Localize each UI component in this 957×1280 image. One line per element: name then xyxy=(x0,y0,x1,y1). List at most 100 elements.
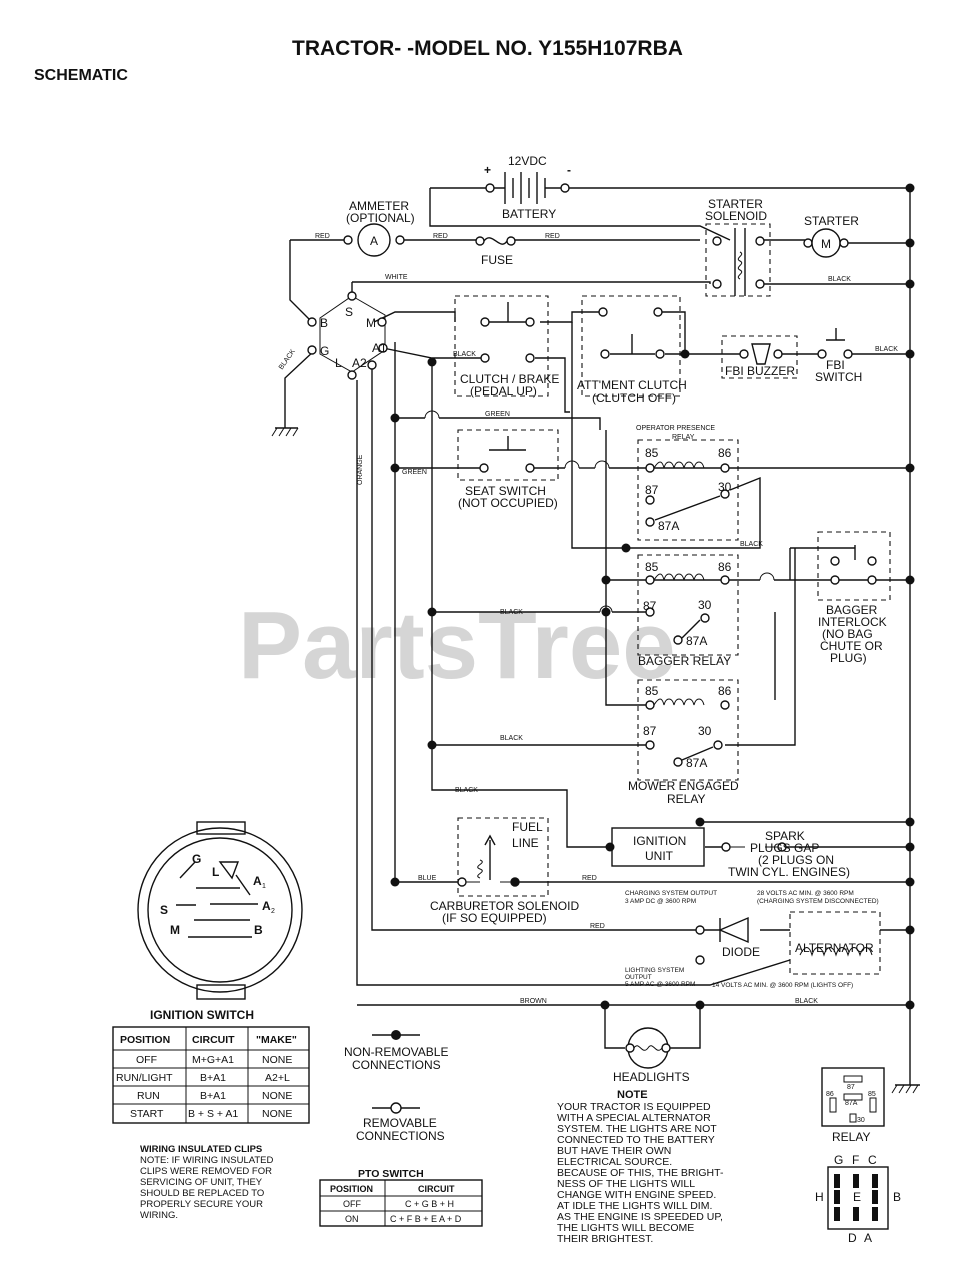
alternator-spec-label: 28 VOLTS AC MIN. @ 3600 RPM xyxy=(757,890,854,897)
wire-label-black: BLACK xyxy=(875,346,898,353)
ign-face-b: B xyxy=(254,923,263,937)
relay-pinout-label: RELAY xyxy=(832,1130,870,1144)
relay-pin-30: 30 xyxy=(718,480,732,494)
bagger-relay-label: BAGGER RELAY xyxy=(638,654,731,668)
note-line: NESS OF THE LIGHTS WILL xyxy=(557,1178,695,1190)
bagger-relay: 85 86 87 30 87A BAGGER RELAY xyxy=(637,554,739,668)
relay-pinout: 87 87A 86 85 30 RELAY xyxy=(821,1067,885,1144)
ign-table-header: "MAKE" xyxy=(256,1034,297,1046)
note-line: AS THE ENGINE IS SPEEDED UP, xyxy=(557,1211,723,1223)
relay-pin-87: 87 xyxy=(643,599,657,613)
ign-table-cell: NONE xyxy=(262,1054,292,1066)
ignition-switch-terminals: B S M G L A1 A2 xyxy=(307,291,388,380)
battery-minus-sign: - xyxy=(567,163,571,177)
alternator-label: ALTERNATOR xyxy=(795,941,874,955)
attachment-clutch-label: ATT'MENT CLUTCH xyxy=(577,378,687,392)
note-line: YOUR TRACTOR IS EQUIPPED xyxy=(557,1101,711,1113)
ammeter-symbol: A xyxy=(370,234,378,248)
clips-note-line: WIRING. xyxy=(140,1210,178,1221)
terminal-a1: A1 xyxy=(372,341,387,355)
ammeter: A AMMETER (OPTIONAL) xyxy=(343,199,415,257)
ign-table-cell: NONE xyxy=(262,1090,292,1102)
bagger-interlock-label-3: (NO BAG xyxy=(822,627,873,641)
terminal-g: G xyxy=(320,344,329,358)
wire-label-red: RED xyxy=(433,233,448,240)
bagger-interlock-label-5: PLUG) xyxy=(830,651,867,665)
bagger-interlock-switch: BAGGER INTERLOCK (NO BAG CHUTE OR PLUG) xyxy=(817,531,891,665)
wire-label-black: BLACK xyxy=(500,735,523,742)
starter-label: STARTER xyxy=(804,214,859,228)
ign-table-cell: RUN xyxy=(137,1090,160,1102)
note-line: BECAUSE OF THIS, THE BRIGHT- xyxy=(557,1167,724,1179)
wire-label-orange: ORANGE xyxy=(357,454,364,485)
ign-face-s: S xyxy=(160,903,168,917)
relay-pinout-87: 87 xyxy=(847,1084,855,1091)
wire-label-brown: BROWN xyxy=(520,998,547,1005)
note-line: SYSTEM. THE LIGHTS ARE NOT xyxy=(557,1123,717,1135)
wire-label-red: RED xyxy=(582,875,597,882)
ign-table-cell: START xyxy=(130,1108,164,1120)
fbi-buzzer-label: FBI BUZZER xyxy=(725,364,795,378)
ignition-switch-table: IGNITION SWITCH POSITION CIRCUIT "MAKE" … xyxy=(112,1008,310,1124)
starter-symbol: M xyxy=(821,237,831,251)
relay-pinout-30: 30 xyxy=(857,1117,865,1124)
ign-face-l: L xyxy=(212,865,219,879)
carburetor-solenoid: FUEL LINE CARBURETOR SOLENOID (IF SO EQU… xyxy=(430,817,579,925)
fuse-label: FUSE xyxy=(481,253,513,267)
fuel-line-label-2: LINE xyxy=(512,836,539,850)
page-title: TRACTOR- -MODEL NO. Y155H107RBA xyxy=(292,37,683,60)
starter-solenoid-label: STARTER xyxy=(708,197,763,211)
battery-plus-sign: + xyxy=(484,163,491,177)
relay-pin-87: 87 xyxy=(645,483,659,497)
clips-note-line: SERVICING OF UNIT, THEY xyxy=(140,1177,263,1188)
mower-relay-label-2: RELAY xyxy=(667,792,705,806)
headlights: HEADLIGHTS xyxy=(613,1027,690,1084)
relay-pin-85: 85 xyxy=(645,684,659,698)
pto-pin-e: E xyxy=(853,1190,861,1204)
terminal-m: M xyxy=(366,316,376,330)
wire-label-black: BLACK xyxy=(455,787,478,794)
ignition-switch-title: IGNITION SWITCH xyxy=(150,1008,254,1022)
relay-pinout-87a: 87A xyxy=(845,1100,858,1107)
note-line: THE LIGHTS WILL BECOME xyxy=(557,1222,694,1234)
fbi-switch: FBI SWITCH xyxy=(815,328,862,384)
clips-note-line: NOTE: IF WIRING INSULATED xyxy=(140,1155,273,1166)
ignition-switch-face: G L A 1 A 2 S M B xyxy=(137,821,303,1000)
seat-switch-label: SEAT SWITCH xyxy=(465,484,546,498)
terminal-l: L xyxy=(335,356,342,370)
connection-dots xyxy=(390,183,915,1010)
relay-pinout-86: 86 xyxy=(826,1091,834,1098)
legend-non-removable-2: CONNECTIONS xyxy=(352,1058,441,1072)
legend-removable-2: CONNECTIONS xyxy=(356,1129,445,1143)
bagger-interlock-label-2: INTERLOCK xyxy=(818,615,887,629)
spark-plugs-label-2: PLUGS GAP xyxy=(750,841,819,855)
lighting-output-spec: 5 AMP AC @ 3600 RPM xyxy=(625,981,695,988)
pto-table-header: CIRCUIT xyxy=(418,1184,455,1194)
spark-plugs-label-4: TWIN CYL. ENGINES) xyxy=(728,865,850,879)
carburetor-solenoid-equipped-label: (IF SO EQUIPPED) xyxy=(442,911,547,925)
pto-table-cell: OFF xyxy=(343,1199,361,1209)
relay-pin-30: 30 xyxy=(698,598,712,612)
ignition-unit-label-2: UNIT xyxy=(645,849,674,863)
ammeter-optional-label: (OPTIONAL) xyxy=(346,211,415,225)
clips-note-line: SHOULD BE REPLACED TO xyxy=(140,1188,264,1199)
section-label: SCHEMATIC xyxy=(34,67,128,84)
terminal-a2: A2 xyxy=(352,356,367,370)
spark-plugs-label-3: (2 PLUGS ON xyxy=(758,853,834,867)
wire-label-green: GREEN xyxy=(402,469,427,476)
pto-switch-pinout: G F C H E B D A xyxy=(815,1153,901,1245)
pto-switch-title: PTO SWITCH xyxy=(358,1168,424,1180)
relay-pin-86: 86 xyxy=(718,684,732,698)
relay-pin-85: 85 xyxy=(645,446,659,460)
wiring xyxy=(271,187,920,1094)
wire-label-black: BLACK xyxy=(453,351,476,358)
relay-pin-86: 86 xyxy=(718,560,732,574)
bagger-interlock-label-4: CHUTE OR xyxy=(820,639,883,653)
ign-table-cell: A2+L xyxy=(265,1072,290,1084)
ign-table-cell: OFF xyxy=(136,1054,157,1066)
starter-solenoid: STARTER SOLENOID xyxy=(705,197,771,297)
wiring-clips-note: WIRING INSULATED CLIPS NOTE: IF WIRING I… xyxy=(140,1144,273,1221)
pto-table-cell: C + G B + H xyxy=(405,1199,454,1209)
ign-table-header: POSITION xyxy=(120,1034,170,1046)
